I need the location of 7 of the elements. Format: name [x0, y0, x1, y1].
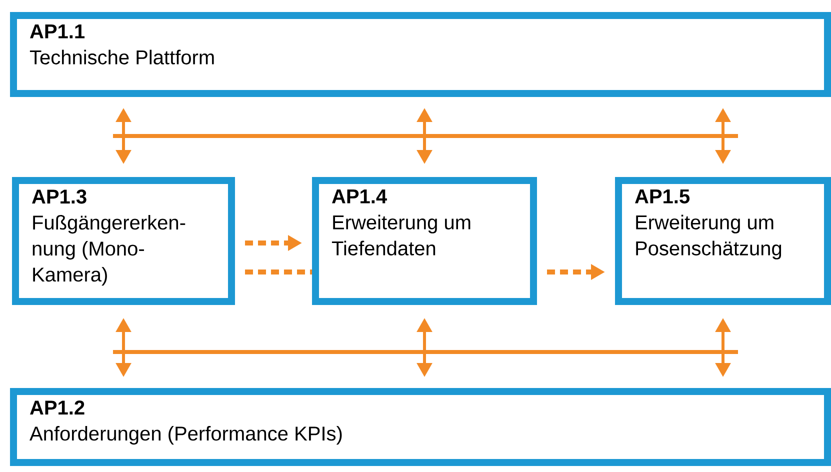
work-package-box: AP1.1 Technische Plattform [10, 12, 831, 97]
bus-line [113, 350, 738, 354]
work-package-box: AP1.2 Anforderungen (Performance KPIs) [10, 388, 831, 466]
work-package-box: AP1.5 Erweiterung um Posenschätzung [615, 177, 831, 305]
work-package-box: AP1.4 Erweiterung um Tiefendaten [312, 177, 537, 305]
work-package-box: AP1.3 Fußgängererken- nung (Mono- Kamera) [12, 177, 235, 305]
bus-line [113, 134, 738, 138]
